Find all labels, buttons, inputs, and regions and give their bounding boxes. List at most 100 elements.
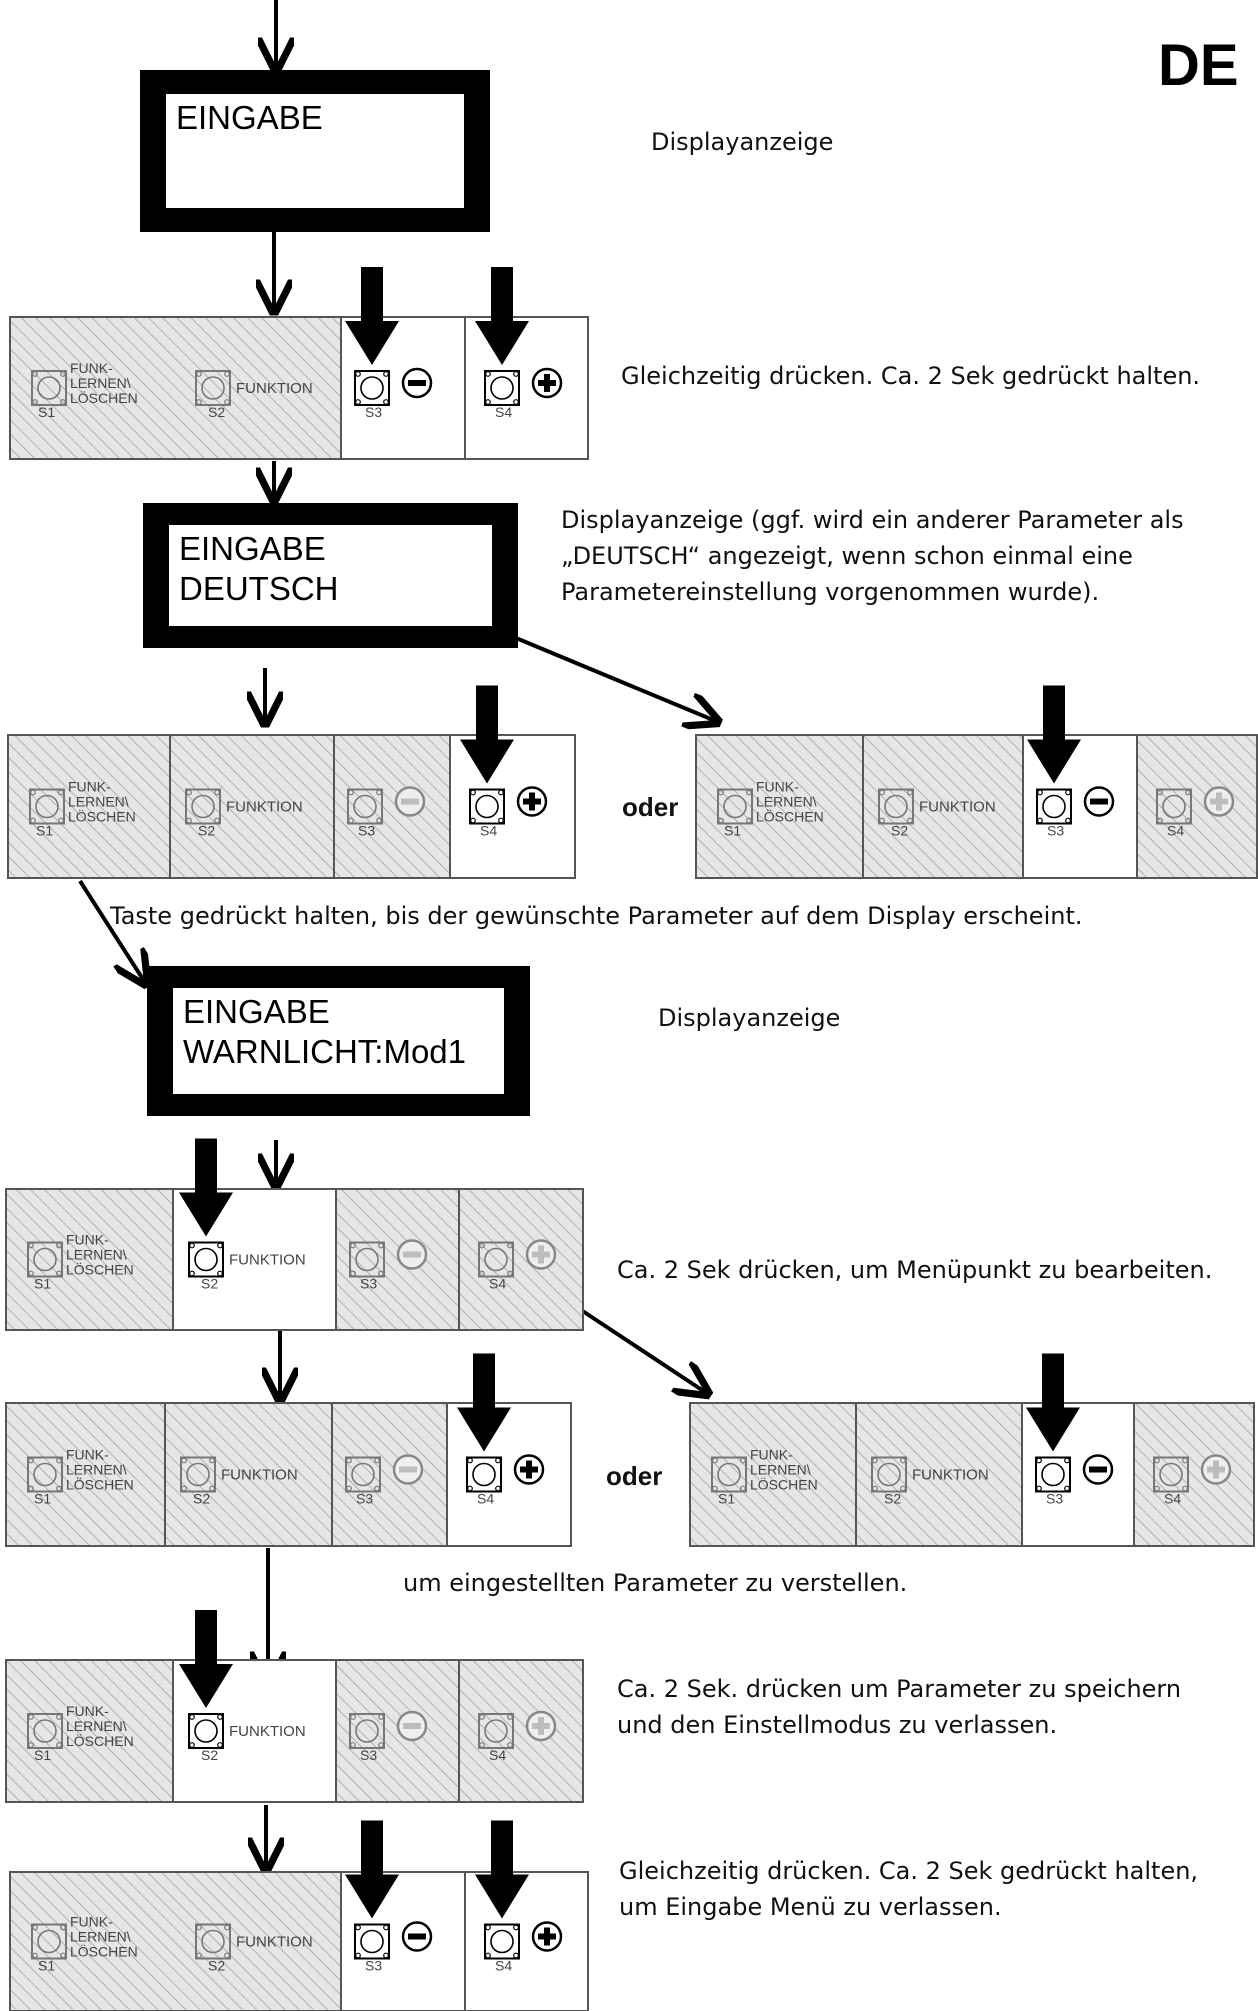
button-circle xyxy=(884,794,908,819)
caption-display-2-line-1: Displayanzeige (ggf. wird ein anderer Pa… xyxy=(561,506,1184,534)
label-s1-mid: LERNEN\ xyxy=(756,794,817,810)
label-s2: S2 xyxy=(891,823,908,839)
button-circle xyxy=(717,1462,741,1487)
label-function: FUNKTION xyxy=(912,1467,989,1484)
button-pin xyxy=(56,1742,62,1748)
button-square xyxy=(466,1456,502,1493)
button-circle xyxy=(201,1929,225,1954)
button-pin xyxy=(376,789,382,796)
button-circle xyxy=(351,1462,375,1487)
button-square xyxy=(878,788,914,825)
button-pin xyxy=(513,399,519,405)
panel-section-s4 xyxy=(464,316,589,460)
button-pin xyxy=(383,399,389,405)
button-pin xyxy=(186,817,192,824)
button-pin xyxy=(1185,789,1191,796)
label-s1: S1 xyxy=(38,404,55,420)
button-pin xyxy=(1037,789,1043,796)
press-arrow-icon xyxy=(345,267,399,365)
button-pin xyxy=(217,1742,223,1748)
label-s1-mid: LERNEN\ xyxy=(70,1929,131,1945)
button-pin xyxy=(28,1742,34,1748)
button-pin xyxy=(479,1714,485,1720)
button-circle xyxy=(490,1929,514,1954)
label-s3: S3 xyxy=(360,1747,377,1763)
button-pin xyxy=(60,371,66,377)
button-pin xyxy=(350,1242,356,1249)
sign-bar xyxy=(403,1723,421,1729)
button-pin xyxy=(513,1924,519,1931)
button-pin xyxy=(214,817,220,824)
button-pin xyxy=(378,1270,384,1277)
button-circle xyxy=(1042,794,1066,819)
label-s3: S3 xyxy=(358,823,375,839)
label-s1-top: FUNK- xyxy=(66,1232,109,1248)
button-pin xyxy=(181,1457,187,1464)
button-circle xyxy=(37,376,61,400)
label-function: FUNKTION xyxy=(236,380,313,397)
label-s1-bottom: LÖSCHEN xyxy=(68,808,136,825)
button-pin xyxy=(712,1457,718,1464)
button-pin xyxy=(58,817,64,824)
button-square xyxy=(27,1241,63,1278)
label-s3: S3 xyxy=(356,1491,373,1507)
button-square xyxy=(1156,788,1192,825)
caption-display-2-line-2: „DEUTSCH“ angezeigt, wenn schon einmal e… xyxy=(561,542,1133,570)
button-circle xyxy=(877,1462,901,1487)
button-pin xyxy=(30,817,36,824)
button-pin xyxy=(32,371,38,377)
panel-section-s2 xyxy=(169,734,335,879)
button-pin xyxy=(56,1457,62,1464)
button-pin xyxy=(383,1952,389,1959)
label-s1-mid: LERNEN\ xyxy=(70,375,131,391)
button-square xyxy=(478,1713,514,1749)
panel-section-s1 xyxy=(5,1402,166,1547)
button-pin xyxy=(217,1270,223,1277)
label-s2: S2 xyxy=(198,823,215,839)
button-square xyxy=(29,788,65,825)
button-pin xyxy=(746,789,752,796)
or-label: oder xyxy=(622,792,679,822)
button-square xyxy=(185,788,221,825)
button-pin xyxy=(879,789,885,796)
button-circle xyxy=(723,794,747,819)
display-line-1: EINGABE xyxy=(179,530,326,567)
label-s1-bottom: LÖSCHEN xyxy=(66,1476,134,1493)
button-pin xyxy=(28,1457,34,1464)
sign-bar xyxy=(544,374,550,392)
label-s1-mid: LERNEN\ xyxy=(68,794,129,810)
flow-arrow xyxy=(515,636,718,722)
button-pin xyxy=(740,1457,746,1464)
button-pin xyxy=(196,1924,202,1931)
caption-hold-until: Taste gedrückt halten, bis der gewünscht… xyxy=(110,902,1083,930)
label-s1: S1 xyxy=(724,823,741,839)
button-circle xyxy=(33,1719,57,1743)
panel-section-s4 xyxy=(1136,734,1258,879)
panel-section-s3 xyxy=(335,1188,460,1331)
label-function: FUNKTION xyxy=(221,1467,298,1484)
button-pin xyxy=(28,1714,34,1720)
button-pin xyxy=(350,1714,356,1720)
button-circle xyxy=(360,376,384,400)
label-s4: S4 xyxy=(495,1958,512,1974)
caption-exit-line-2: um Eingabe Menü zu verlassen. xyxy=(619,1893,1002,1921)
button-square xyxy=(31,1923,67,1960)
sign-bar xyxy=(544,1927,550,1946)
press-arrow-icon xyxy=(179,1138,233,1237)
button-pin xyxy=(507,1242,513,1249)
button-pin xyxy=(209,1485,215,1492)
button-pin xyxy=(718,789,724,796)
button-pin xyxy=(1154,1485,1160,1492)
button-pin xyxy=(485,1924,491,1931)
label-s1-top: FUNK- xyxy=(66,1447,109,1463)
label-s1: S1 xyxy=(34,1491,51,1507)
button-pin xyxy=(376,817,382,824)
button-circle xyxy=(353,794,377,819)
button-pin xyxy=(479,1742,485,1748)
button-pin xyxy=(224,1924,230,1931)
button-pin xyxy=(56,1714,62,1720)
button-pin xyxy=(879,817,885,824)
